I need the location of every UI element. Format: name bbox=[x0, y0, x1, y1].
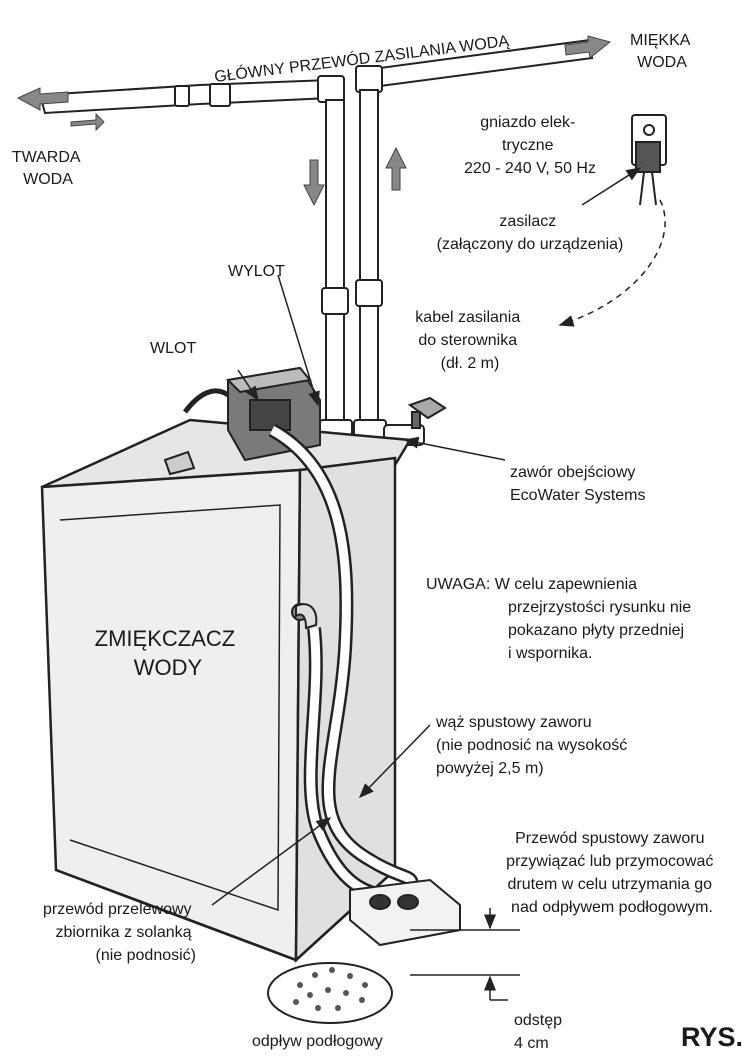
power-supply-label: zasilacz (załączony do urządzenia) bbox=[437, 213, 624, 253]
drain-instruction-line-4: nad odpływem podłogowym. bbox=[511, 899, 713, 916]
outlet-socket-line-1: gniazdo elek- bbox=[480, 114, 575, 131]
main-water-pipe bbox=[38, 38, 594, 115]
drain-hose-line-2: (nie podnosić na wysokość bbox=[436, 737, 627, 754]
drain-hose-line-1: wąż spustowy zaworu bbox=[435, 714, 592, 731]
overflow-hose-line-2: zbiornika z solanką bbox=[55, 924, 191, 941]
overflow-hose-line-1: przewód przelewowy bbox=[43, 901, 192, 918]
drain-hose-label: wąż spustowy zaworu (nie podnosić na wys… bbox=[435, 714, 632, 777]
note-line-2: przejrzystości rysunku nie bbox=[508, 599, 691, 616]
connection-pipes bbox=[319, 89, 387, 447]
power-cable-line-3: (dł. 2 m) bbox=[441, 355, 500, 372]
overflow-hose-line-3: (nie podnosić) bbox=[96, 947, 197, 964]
down-flow-arrow bbox=[303, 159, 325, 207]
softener-label: ZMIĘKCZACZ WODY bbox=[95, 626, 242, 680]
gap-dimension bbox=[410, 908, 520, 1001]
outlet-socket-line-3: 220 - 240 V, 50 Hz bbox=[464, 160, 596, 177]
power-supply-line-2: (załączony do urządzenia) bbox=[437, 236, 624, 253]
drain-instruction-line-3: drutem w celu utrzymania go bbox=[508, 876, 713, 893]
drain-hose-line-3: powyżej 2,5 m) bbox=[436, 760, 544, 777]
power-cable-label: kabel zasilania do sterownika (dł. 2 m) bbox=[415, 309, 524, 372]
outlet-socket-line-2: tryczne bbox=[502, 137, 554, 154]
hard-water-line-1: TWARDA bbox=[12, 149, 81, 166]
drain-instruction-label: Przewód spustowy zaworu przywiązać lub p… bbox=[506, 830, 718, 916]
overflow-hose-label: przewód przelewowy zbiornika z solanką (… bbox=[43, 901, 196, 964]
leader-lines bbox=[211, 167, 666, 906]
bypass-valve-line-2: EcoWater Systems bbox=[510, 487, 645, 504]
pipe-flow-arrows bbox=[16, 35, 612, 207]
softener-line-2: WODY bbox=[134, 655, 203, 680]
note-line-1: UWAGA: W celu zapewnienia bbox=[426, 576, 637, 593]
soft-water-out-arrow bbox=[564, 35, 612, 59]
up-flow-arrow bbox=[385, 146, 407, 191]
note-line-4: i wspornika. bbox=[508, 645, 592, 662]
soft-water-line-1: MIĘKKA bbox=[630, 32, 691, 49]
overflow-fitting bbox=[291, 603, 318, 630]
hard-water-in-arrow bbox=[70, 112, 105, 132]
floor-drain bbox=[267, 962, 393, 1024]
soft-water-line-2: WODA bbox=[637, 54, 687, 71]
bypass-valve-line-1: zawór obejściowy bbox=[510, 464, 635, 481]
hard-water-line-2: WODA bbox=[23, 171, 73, 188]
drain-hoses bbox=[268, 423, 419, 904]
hard-water-label: TWARDA WODA bbox=[12, 149, 84, 188]
figure-label: RYS. bbox=[681, 1022, 743, 1052]
wall-socket bbox=[631, 114, 667, 206]
power-supply-line-1: zasilacz bbox=[499, 213, 556, 230]
outlet-socket-label: gniazdo elek- tryczne 220 - 240 V, 50 Hz bbox=[464, 114, 596, 177]
drain-block bbox=[349, 878, 461, 947]
inlet-label: WLOT bbox=[150, 340, 196, 357]
gap-line-2: 4 cm bbox=[514, 1035, 549, 1052]
bypass-valve-label: zawór obejściowy EcoWater Systems bbox=[510, 464, 645, 504]
drain-instruction-line-2: przywiązać lub przymocować bbox=[506, 853, 713, 870]
soft-water-label: MIĘKKA WODA bbox=[630, 32, 694, 71]
floor-drain-label: odpływ podłogowy bbox=[252, 1033, 383, 1050]
hard-water-out-arrow bbox=[16, 87, 69, 111]
outlet-label: WYLOT bbox=[228, 263, 285, 280]
gap-label: odstęp 4 cm bbox=[514, 1012, 567, 1052]
gap-line-1: odstęp bbox=[514, 1012, 562, 1029]
drain-instruction-line-1: Przewód spustowy zaworu bbox=[515, 830, 704, 847]
power-cable-line-2: do sterownika bbox=[418, 332, 517, 349]
softener-line-1: ZMIĘKCZACZ bbox=[95, 626, 236, 651]
note-label: UWAGA: W celu zapewnienia przejrzystości… bbox=[426, 576, 696, 662]
power-cable-line-1: kabel zasilania bbox=[415, 309, 520, 326]
note-line-3: pokazano płyty przedniej bbox=[508, 622, 684, 639]
